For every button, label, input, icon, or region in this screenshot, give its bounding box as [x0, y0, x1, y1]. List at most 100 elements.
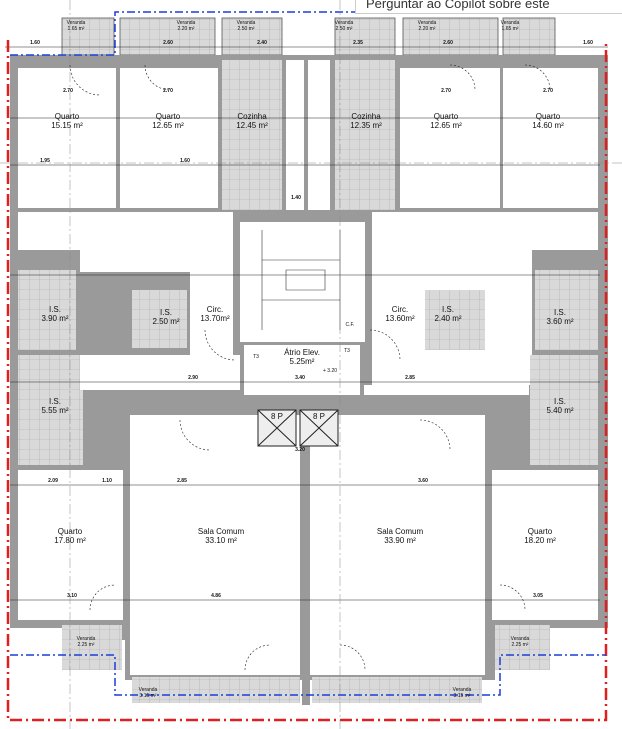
elevator-2-label: 8 P — [312, 412, 326, 421]
room-name: Quarto — [57, 527, 83, 536]
room-name: I.S. — [553, 308, 566, 317]
room-name: Quarto — [155, 112, 181, 121]
room-area: 3.60 m² — [546, 317, 574, 326]
dimension: 3.10 — [67, 593, 77, 599]
dimension: 2.60 — [163, 40, 173, 46]
room-name: Veranda — [176, 20, 196, 26]
elevator-1-label: 8 P — [270, 412, 284, 421]
dimension: 2.70 — [441, 88, 451, 94]
dimension: 3.60 — [418, 478, 428, 484]
dimension: 1.40 — [291, 195, 301, 201]
room-area: 17.80 m² — [54, 536, 86, 545]
dimension: 2.85 — [177, 478, 187, 484]
room-area: 1.65 m² — [501, 26, 519, 32]
room-area: 3.15 m² — [139, 693, 157, 699]
room-name: Quarto — [527, 527, 553, 536]
room-name: Veranda — [500, 20, 520, 26]
room-area: 12.65 m² — [152, 121, 184, 130]
room-name: I.S. — [553, 397, 566, 406]
dimension: 2.70 — [543, 88, 553, 94]
room-atrio: Átrio Elev.5.25m² — [284, 348, 320, 366]
room-area: 5.25m² — [289, 357, 315, 366]
dimension: 2.70 — [63, 88, 73, 94]
room-area: 14.60 m² — [532, 121, 564, 130]
dimension: 3.05 — [533, 593, 543, 599]
room-area: 13.60m² — [385, 314, 415, 323]
room-name: Quarto — [54, 112, 80, 121]
room-area: 2.40 m² — [434, 314, 462, 323]
property-boundary — [6, 40, 608, 722]
room-area: 12.65 m² — [430, 121, 462, 130]
room-name: I.S. — [48, 397, 61, 406]
dimension: 2.85 — [405, 375, 415, 381]
room-area: 12.45 m² — [236, 121, 268, 130]
room-area: 2.20 m² — [177, 26, 195, 32]
room-area: 18.20 m² — [524, 536, 556, 545]
room-name: Cozinha — [351, 112, 381, 121]
t3-left-label: T3 — [253, 354, 259, 360]
room-name: Quarto — [433, 112, 459, 121]
room-circ: Circ.13.60m² — [385, 305, 414, 323]
room-area: 2.50 m² — [237, 26, 255, 32]
room-name: Sala Comum — [197, 527, 245, 536]
room-area: 2.20 m² — [418, 26, 436, 32]
room-name: Veranda — [417, 20, 437, 26]
room-area: 1.65 m² — [67, 26, 85, 32]
dimension: 3.40 — [295, 375, 305, 381]
room-area: 2.50 m² — [335, 26, 353, 32]
dimension: 2.35 — [353, 40, 363, 46]
door-swings — [69, 64, 551, 671]
room-name: Cozinha — [237, 112, 267, 121]
dimension: 2.70 — [163, 88, 173, 94]
cf-label: C.F. — [345, 322, 355, 328]
room-area: 3.90 m² — [41, 314, 69, 323]
room-area: 3.15 m² — [453, 693, 471, 699]
dimension: 3.20 — [295, 447, 305, 453]
dimension: 1.60 — [180, 158, 190, 164]
elevators — [257, 409, 339, 447]
level-marker: + 3.20 — [322, 368, 338, 374]
room-name: I.S. — [48, 305, 61, 314]
copilot-tooltip[interactable]: Perguntar ao Copilot sobre este — [355, 0, 622, 14]
room-name: Veranda — [76, 636, 96, 642]
dimension: 2.60 — [443, 40, 453, 46]
dimension: 2.90 — [188, 375, 198, 381]
construction-limit — [10, 11, 606, 696]
dimension: 1.10 — [102, 478, 112, 484]
room-area: 2.50 m² — [152, 317, 180, 326]
room-area: 12.35 m² — [350, 121, 382, 130]
room-area: 33.10 m² — [205, 536, 237, 545]
room-name: Veranda — [510, 636, 530, 642]
room-name: Veranda — [66, 20, 86, 26]
room-is: I.S.5.55 m² — [41, 397, 68, 415]
room-area: 5.40 m² — [546, 406, 574, 415]
room-is: I.S.2.50 m² — [152, 308, 179, 326]
room-area: 2.25 m² — [77, 642, 95, 648]
room-circ: Circ.13.70m² — [200, 305, 229, 323]
room-name: I.S. — [159, 308, 172, 317]
t3-right-label: T3 — [344, 348, 350, 354]
room-is: I.S.3.90 m² — [41, 305, 68, 323]
dimension: 2.09 — [48, 478, 58, 484]
room-name: Quarto — [535, 112, 561, 121]
dimension: 4.86 — [211, 593, 221, 599]
room-name: Veranda — [334, 20, 354, 26]
verandas-top — [61, 17, 556, 56]
